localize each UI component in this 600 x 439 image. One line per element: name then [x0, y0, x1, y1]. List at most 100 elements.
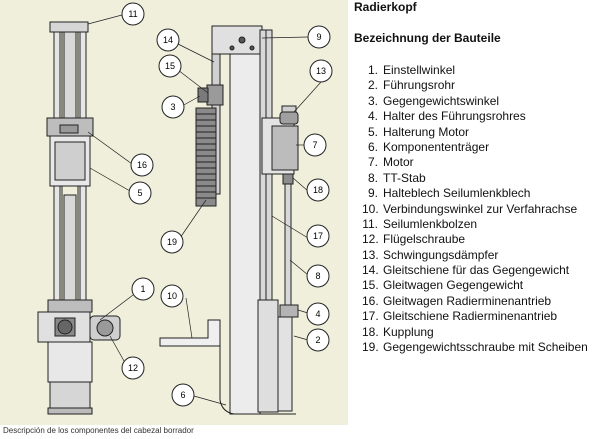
motor [271, 125, 299, 171]
callout-11-label: 11 [128, 9, 137, 19]
parts-list-number: 14. [362, 263, 379, 278]
callout-9-label: 9 [316, 32, 321, 42]
parts-list-number: 3. [367, 93, 378, 108]
callout-12-label: 12 [128, 363, 138, 373]
callout-2-label: 2 [315, 335, 320, 345]
left-top-cap [49, 21, 89, 33]
callout-19 [160, 230, 184, 254]
callout-14 [156, 28, 180, 52]
callout-15 [158, 54, 182, 78]
parts-list-number: 5. [367, 124, 378, 139]
parts-list-label: Halter des Führungsrohres [383, 109, 526, 124]
callout-17 [306, 224, 330, 248]
connection-angle [159, 319, 221, 347]
parts-list-label: Gegengewichtsschraube mit Scheiben [383, 340, 588, 355]
parts-list-item: 15.Gleitwagen Gegengewicht [362, 278, 588, 293]
vibration-damper [279, 111, 299, 125]
callout-18 [306, 178, 330, 202]
parts-list-label: Halterung Motor [383, 124, 470, 139]
parts-list-number: 6. [367, 139, 378, 154]
callout-7 [303, 133, 327, 157]
callout-19-label: 19 [167, 237, 177, 247]
callout-10 [160, 284, 184, 308]
technical-drawing: 11 1 12 5 16 14 15 3 19 9 13 7 18 17 8 4… [0, 0, 348, 425]
parts-list-label: Führungsrohr [383, 78, 456, 93]
parts-list-label: Kupplung [383, 324, 434, 339]
parts-list-number: 2. [367, 78, 378, 93]
callout-1-label: 1 [140, 284, 145, 294]
callout-4 [306, 302, 330, 326]
carrier-bottom-curve [219, 346, 260, 415]
callout-2 [306, 328, 330, 352]
callout-10-label: 10 [167, 291, 177, 301]
left-mount-block [37, 311, 91, 343]
callout-17-label: 17 [313, 231, 323, 241]
parts-list-label: Einstellwinkel [383, 63, 456, 77]
parts-list-number: 1. [367, 63, 378, 77]
callout-7-label: 7 [312, 140, 317, 150]
parts-list-label: Halteblech Seilumlenkblech [383, 186, 531, 201]
parts-list-number: 18. [362, 324, 379, 339]
image-caption: Descripción de los componentes del cabez… [3, 426, 194, 435]
legend-panel: Radierkopf Bezeichnung der Bauteile 1. Ei… [348, 0, 600, 425]
callout-3-label: 3 [170, 102, 175, 112]
parts-list-label: Seilumlenkbolzen [383, 216, 478, 231]
callout-18-label: 18 [313, 185, 323, 195]
callout-6 [171, 383, 195, 407]
parts-list-label: Komponententräger [383, 139, 490, 154]
parts-list-number: 11. [362, 216, 378, 231]
parts-list-item: 6. Komponententräger [362, 140, 588, 155]
parts-list-item: 3.Gegengewichtswinkel [362, 94, 588, 109]
parts-list-label: Motor [383, 155, 414, 170]
parts-list-item: 19.Gegengewichtsschraube mit Scheiben [362, 340, 588, 355]
legend-title: Radierkopf [354, 0, 417, 14]
guide-tube [277, 316, 293, 412]
parts-list-number: 8. [367, 170, 378, 185]
top-bracket-plate [211, 25, 263, 55]
parts-list-item: 8. TT-Stab [362, 171, 588, 186]
callout-4-label: 4 [315, 309, 320, 319]
parts-list-item: 17. Gleitschiene Radierminenantrieb [362, 309, 588, 324]
callout-11 [121, 2, 145, 26]
callout-6-label: 6 [180, 390, 185, 400]
parts-list-label: TT-Stab [383, 170, 426, 185]
counterweight-stack [195, 107, 217, 207]
parts-list-label: Gleitschiene Radierminenantrieb [383, 309, 558, 324]
callout-13 [309, 59, 333, 83]
parts-list-item: 1. Einstellwinkel [362, 63, 588, 78]
parts-list-item: 5. Halterung Motor [362, 125, 588, 140]
rod-holder [279, 304, 299, 318]
callout-15-label: 15 [165, 61, 175, 71]
callout-9 [307, 25, 331, 49]
coupling [282, 173, 294, 185]
counterweight-slide [206, 84, 224, 106]
parts-list-number: 7. [367, 155, 378, 170]
callout-5 [128, 181, 152, 205]
callout-16 [130, 153, 154, 177]
parts-list-item: 18. Kupplung [362, 325, 588, 340]
parts-list-item: 10. Verbindungswinkel zur Verfahrachse [362, 202, 588, 217]
tt-rod [284, 183, 292, 315]
parts-list: 1.Einstellwinkel 2.Führungsrohr 3.Gegeng… [362, 63, 588, 355]
parts-list-number: 13. [362, 247, 379, 262]
callout-12 [121, 356, 145, 380]
parts-list-label: Verbindungswinkel zur Verfahrachse [383, 201, 578, 216]
parts-list-item: 16. Gleitwagen Radierminenantrieb [362, 294, 588, 309]
callout-3 [161, 95, 185, 119]
parts-list-number: 16. [362, 293, 379, 308]
component-carrier [229, 53, 261, 415]
parts-list-item: 4. Halter des Führungsrohres [362, 109, 588, 124]
parts-list-label: Gleitwagen Gegengewicht [383, 278, 524, 293]
parts-list-number: 4. [367, 109, 378, 124]
parts-list-number: 10. [362, 201, 379, 216]
parts-list-label: Gleitwagen Radierminenantrieb [383, 293, 552, 308]
parts-list-number: 17. [362, 309, 379, 324]
technical-drawing-svg: 11 1 12 5 16 14 15 3 19 9 13 7 18 17 8 4… [37, 2, 333, 415]
parts-list-item: 13.Schwingungsdämpfer [362, 248, 588, 263]
callout-1 [131, 277, 155, 301]
parts-list-item: 7. Motor [362, 155, 588, 170]
callout-16-label: 16 [137, 160, 147, 170]
legend-subtitle: Bezeichnung der Bauteile [354, 31, 501, 45]
callout-13-label: 13 [316, 66, 326, 76]
callout-8 [306, 264, 330, 288]
